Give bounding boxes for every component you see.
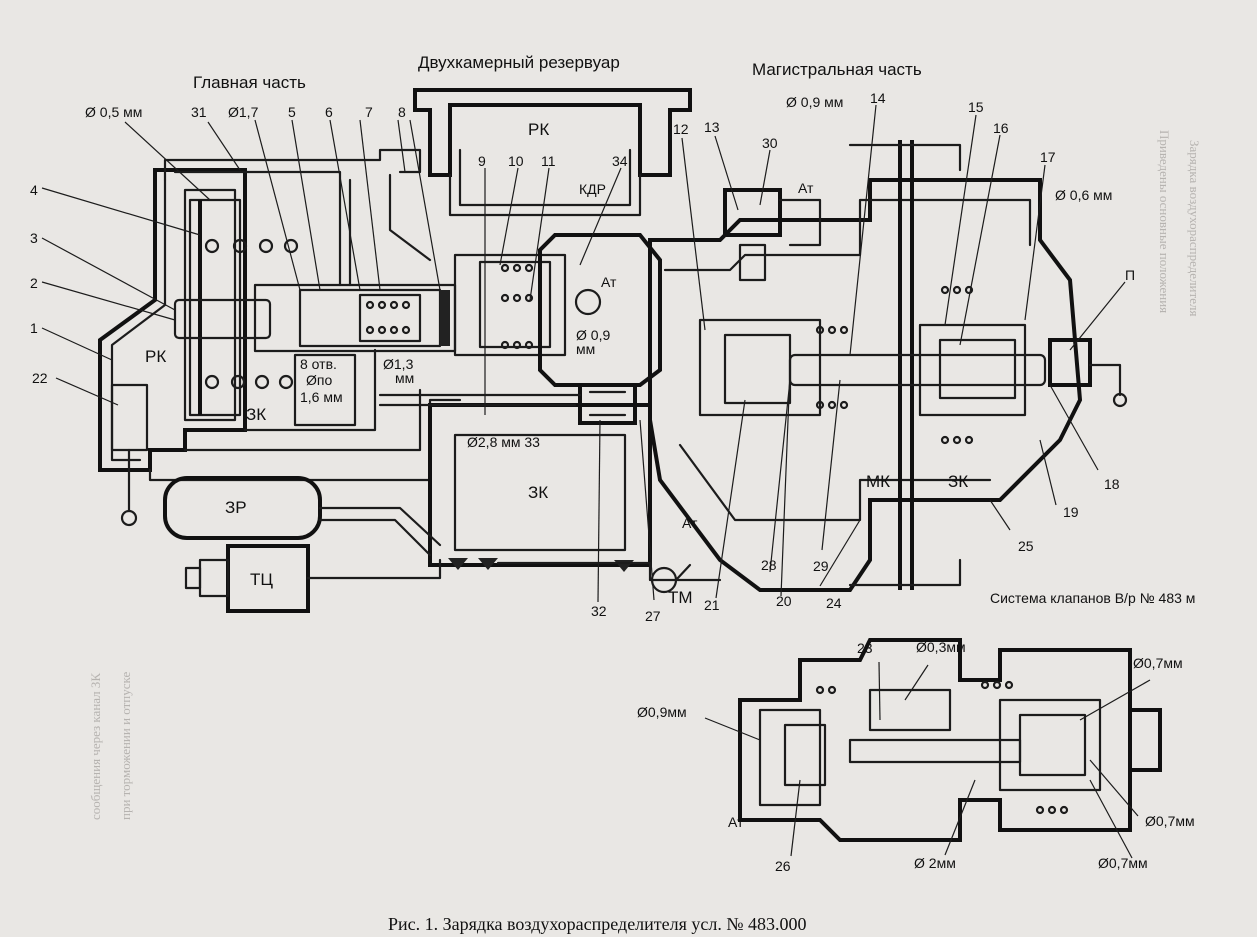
ghost-line: Зарядка воздухораспределителя (1187, 140, 1202, 316)
part-number: 11 (541, 153, 556, 169)
dim-06mm: Ø 0,6 мм (1055, 187, 1112, 203)
dim-07mm-c: Ø0,7мм (1098, 855, 1148, 871)
dim-07mm-a: Ø0,7мм (1133, 655, 1183, 671)
title-reservoir: Двухкамерный резервуар (418, 53, 620, 72)
ghost-line: при торможении и отпуске (118, 671, 133, 820)
part-number: 2 (30, 275, 38, 291)
label-at-1: Ат (601, 274, 617, 290)
part-number: 23 (857, 640, 873, 656)
central-spring-coils (500, 263, 534, 350)
dim-2mm: Ø 2мм (914, 855, 956, 871)
part-number: 18 (1104, 476, 1120, 492)
label-zk-left: ЗК (246, 405, 266, 424)
label-at-4: Ат (728, 814, 744, 830)
part-number: 29 (813, 558, 829, 574)
part-number: 13 (704, 119, 720, 135)
part-number: 7 (365, 104, 373, 120)
dim-28mm: Ø2,8 мм 33 (467, 434, 540, 450)
part-number: 5 (288, 104, 296, 120)
label-tm: ТМ (668, 588, 693, 607)
holes-count: 8 отв. (300, 356, 337, 372)
part-numbers: 31 5 6 7 8 4 3 2 1 22 9 10 11 34 12 13 3… (30, 90, 1120, 874)
magistral-spring-coils (815, 285, 974, 445)
dim-13-unit: мм (395, 370, 414, 386)
part-number: 20 (776, 593, 792, 609)
part-number: 8 (398, 104, 406, 120)
label-at-3: Ат (682, 515, 698, 531)
part-number: 28 (761, 557, 777, 573)
lower-spring-coils (204, 374, 294, 390)
part-number: 14 (870, 90, 886, 106)
label-zk-center: ЗК (528, 483, 548, 502)
part-number: 30 (762, 135, 778, 151)
part-number: 15 (968, 99, 984, 115)
valve-system-coils (815, 680, 1069, 815)
title-magistral-part: Магистральная часть (752, 60, 922, 79)
part-number: 34 (612, 153, 628, 169)
label-tc: ТЦ (250, 570, 273, 589)
leader-lines (41, 104, 1151, 859)
label-kdr: КДР (579, 181, 606, 197)
label-at-2: Ат (798, 180, 814, 196)
two-chamber-reservoir (413, 88, 692, 217)
holes-diameter: Øпо (306, 372, 332, 388)
dim-09mm-low: Ø0,9мм (637, 704, 687, 720)
part-number: 6 (325, 104, 333, 120)
dim-09-mid: Ø 0,9 (576, 327, 610, 343)
dim-09-mid-unit: мм (576, 341, 595, 357)
title-main-part: Главная часть (193, 73, 306, 92)
holes-size: 1,6 мм (300, 389, 343, 405)
main-valve-springs (358, 293, 422, 343)
valve-22 (110, 383, 149, 527)
central-valve-block (163, 233, 722, 613)
dim-17: Ø1,7 (228, 104, 259, 120)
part-number: 22 (32, 370, 48, 386)
part-number: 25 (1018, 538, 1034, 554)
part-number: 21 (704, 597, 720, 613)
part-number: 3 (30, 230, 38, 246)
label-zr: ЗР (225, 498, 247, 517)
dim-07mm-b: Ø0,7мм (1145, 813, 1195, 829)
label-p: П (1125, 267, 1135, 283)
part-number: 10 (508, 153, 524, 169)
main-part-body (98, 148, 462, 527)
part-number: 24 (826, 595, 842, 611)
figure-caption: Рис. 1. Зарядка воздухораспределителя ус… (388, 914, 807, 934)
part-number: 27 (645, 608, 661, 624)
part-number: 1 (30, 320, 38, 336)
part-number: 9 (478, 153, 486, 169)
ghost-line: сообщения через канал ЗК (88, 673, 103, 820)
dim-03mm: Ø0,3мм (916, 639, 966, 655)
dim-05mm: Ø 0,5 мм (85, 104, 142, 120)
part-number: 26 (775, 858, 791, 874)
part-number: 16 (993, 120, 1009, 136)
part-number: 4 (30, 182, 38, 198)
label-rk-left: РК (145, 347, 166, 366)
dim-13: Ø1,3 (383, 356, 414, 372)
part-number: 17 (1040, 149, 1056, 165)
part-number: 12 (673, 121, 689, 137)
upper-spring-coils (204, 238, 299, 254)
part-number: 32 (591, 603, 607, 619)
part-number: 19 (1063, 504, 1079, 520)
bleed-through-text: Приведены основные положения Зарядка воз… (88, 130, 1202, 820)
part-number: 31 (191, 104, 207, 120)
title-valve-system: Система клапанов В/р № 483 м (990, 590, 1195, 606)
dim-09mm-top: Ø 0,9 мм (786, 94, 843, 110)
label-zk-right: ЗК (948, 472, 968, 491)
label-mk: МК (866, 472, 890, 491)
valve-system-483m (738, 638, 1162, 842)
magistral-part-body (648, 140, 1128, 592)
label-rk-top: РК (528, 120, 549, 139)
ghost-line: Приведены основные положения (1157, 130, 1172, 313)
